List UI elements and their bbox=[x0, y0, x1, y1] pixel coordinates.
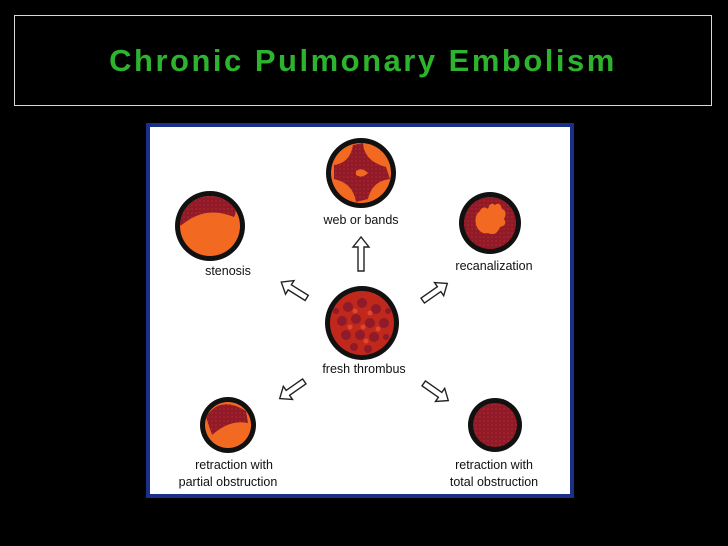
label-stenosis: stenosis bbox=[205, 264, 251, 278]
label-recanalization: recanalization bbox=[455, 259, 532, 273]
arrow-down-right-icon bbox=[421, 379, 450, 403]
label-partial-line2: partial obstruction bbox=[179, 475, 278, 489]
thrombus-outcomes-diagram: web or bands stenosis recanalization bbox=[175, 138, 538, 489]
label-web-or-bands: web or bands bbox=[322, 213, 398, 227]
recanalization-vessel bbox=[459, 192, 521, 254]
web-or-bands-vessel bbox=[326, 138, 396, 208]
label-total-line1: retraction with bbox=[455, 458, 533, 472]
fresh-thrombus-vessel bbox=[325, 286, 399, 360]
arrow-up-right-icon bbox=[420, 281, 449, 305]
label-fresh-thrombus: fresh thrombus bbox=[322, 362, 405, 376]
arrow-up-left-icon bbox=[280, 279, 310, 302]
total-obstruction-vessel bbox=[468, 398, 522, 452]
diagram-frame: web or bands stenosis recanalization bbox=[146, 123, 574, 498]
arrow-down-left-icon bbox=[278, 377, 307, 401]
title-box: Chronic Pulmonary Embolism bbox=[14, 15, 712, 106]
label-partial-line1: retraction with bbox=[195, 458, 273, 472]
stenosis-vessel bbox=[175, 191, 245, 261]
partial-obstruction-vessel bbox=[200, 397, 256, 453]
arrow-up-icon bbox=[351, 235, 371, 272]
slide-title: Chronic Pulmonary Embolism bbox=[109, 42, 617, 78]
label-total-line2: total obstruction bbox=[450, 475, 538, 489]
